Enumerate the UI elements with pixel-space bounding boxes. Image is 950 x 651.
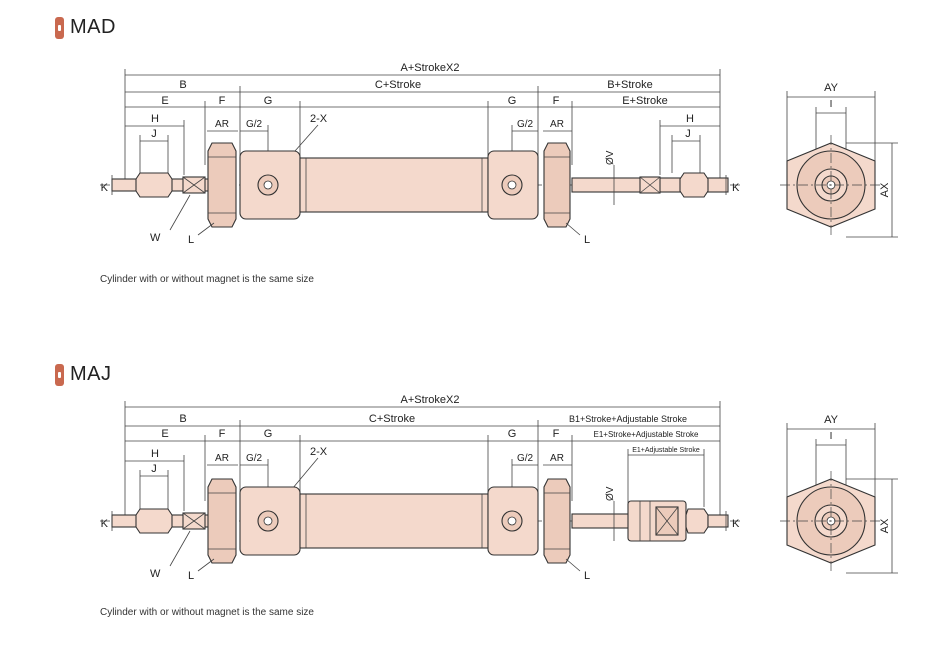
mad-note: Cylinder with or without magnet is the s… [100,274,314,285]
dim-J-label: J [151,463,157,475]
dim-G2-label: G/2 [246,453,263,464]
left-mount-nut [207,478,237,564]
dim-G2-right-label: G/2 [517,119,534,130]
cylinder-barrel [299,493,489,549]
dim-V-label: ØV [605,486,616,501]
dim-K-label: K [101,182,109,194]
dim-H-label: H [151,113,159,125]
endview-AY-label: AY [824,414,839,426]
right-mount-nut [543,142,571,228]
endview-AY-label: AY [824,82,839,94]
dim-AR-right-label: AR [550,453,564,464]
endview-I-label: I [830,431,833,442]
mad-section-header: MAD [55,16,116,39]
maj-section-title: MAJ [70,363,112,385]
dim-G-label: G [264,428,273,440]
mad-cylinder-drawing: A+StrokeX2 B C+Stroke B+Stroke E F G G F… [100,62,898,246]
dim-E1-adj-label: E1+Adjustable Stroke [632,447,700,454]
port-label: 2-X [310,113,328,125]
dim-F-right-label: F [553,95,560,107]
dim-G2-right-label: G/2 [517,453,534,464]
dim-G-right-label: G [508,428,517,440]
dim-E-right-label: E+Stroke [622,95,668,107]
dim-J-label: J [151,128,157,140]
left-rod-nut [135,172,173,198]
dim-F-label: F [219,95,226,107]
dim-B-label: B [179,79,186,91]
dim-F-right-label: F [553,428,560,440]
dim-K-right-label: K [732,182,740,194]
endview-I-label: I [830,99,833,110]
dim-G-label: G [264,95,273,107]
dim-L-right-label: L [584,570,590,582]
section-marker-icon [55,363,64,386]
dim-E-label: E [161,428,168,440]
right-rod-nut [679,172,709,198]
dim-C-label: C+Stroke [369,413,415,425]
dim-B-label: B [179,413,186,425]
section-marker-icon [55,16,64,39]
dim-V-label: ØV [605,150,616,165]
mad-section: MAD A+StrokeX2 B C+Stroke B+Stroke E F G… [0,0,950,316]
endview-AX-label: AX [879,182,891,197]
dim-L-label: L [188,570,194,582]
dim-G-right-label: G [508,95,517,107]
dim-L-label: L [188,234,194,246]
dim-W-label: W [150,232,161,244]
dim-H-right-label: H [686,113,694,125]
dim-AR-right-label: AR [550,119,564,130]
dim-H-label: H [151,448,159,460]
dim-L-right-label: L [584,234,590,246]
dim-E-label: E [161,95,168,107]
dim-A-label: A+StrokeX2 [400,62,459,74]
dim-C-label: C+Stroke [375,79,421,91]
maj-note: Cylinder with or without magnet is the s… [100,607,314,618]
mad-section-title: MAD [70,16,116,38]
left-rod-nut [135,508,173,534]
left-mount-nut [207,142,237,228]
dim-B-right-label: B+Stroke [607,79,653,91]
right-mount-nut [543,478,571,564]
dim-E1-label: E1+Stroke+Adjustable Stroke [594,430,700,439]
dim-AR-label: AR [215,119,229,130]
dim-G2-label: G/2 [246,119,263,130]
dim-K-right-label: K [732,518,740,530]
dim-AR-label: AR [215,453,229,464]
dim-J-right-label: J [685,128,691,140]
endview-AX-label: AX [879,518,891,533]
dim-A-label: A+StrokeX2 [400,394,459,406]
port-label: 2-X [310,446,328,458]
maj-cylinder-drawing: A+StrokeX2 B C+Stroke B1+Stroke+Adjustab… [100,394,898,582]
piston-rod [571,513,633,529]
maj-section: MAJ A+StrokeX2 B C+Stroke B1+Stroke+Adju… [0,316,950,633]
maj-section-header: MAJ [55,363,112,386]
right-rod-nut [685,508,709,534]
cylinder-barrel [299,157,489,213]
dim-B1-label: B1+Stroke+Adjustable Stroke [569,414,687,424]
dim-W-label: W [150,568,161,580]
dim-F-label: F [219,428,226,440]
dim-K-label: K [101,518,109,530]
